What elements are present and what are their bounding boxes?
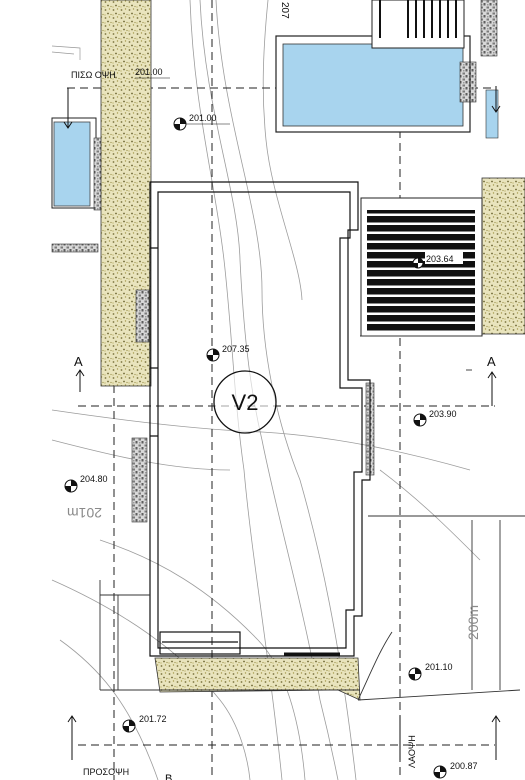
level-marker	[413, 413, 427, 427]
villa-tag-circle	[213, 370, 277, 434]
level-deck: 203.64	[426, 254, 454, 264]
level-roof: 207.35	[222, 344, 250, 354]
contour-label-207: 207	[279, 2, 290, 19]
stone-planter-west	[135, 289, 150, 343]
upper-pool	[275, 0, 499, 139]
level-marker	[408, 667, 422, 681]
section-label-left: A	[74, 354, 83, 369]
level-marker	[64, 479, 78, 493]
stone-wall-west	[131, 437, 148, 523]
level-bottom-right: 200.87	[450, 761, 478, 771]
level-east: 203.90	[429, 409, 457, 419]
site-lines	[99, 335, 525, 701]
contour-label-200: 200m	[465, 605, 481, 640]
level-marker	[412, 257, 424, 269]
section-marker-right	[487, 371, 497, 406]
section-label-right: A	[487, 354, 496, 369]
villa-outline	[149, 181, 371, 657]
level-front-left: 201.72	[139, 714, 167, 724]
south-gravel-strip	[154, 657, 361, 701]
east-gravel-strip	[481, 177, 525, 335]
timber-deck	[360, 197, 483, 337]
level-marker	[433, 765, 447, 779]
level-south-east: 201.10	[425, 662, 453, 672]
level-marker	[206, 348, 220, 362]
level-west: 204.80	[80, 474, 108, 484]
level-label-bg	[425, 252, 463, 264]
level-rear-view: 201.00	[135, 67, 163, 77]
view-marker-front	[67, 715, 501, 760]
view-label-rear: ΠΙΣΩ ΟΨΗ	[71, 70, 116, 80]
level-upper-left: 201.00	[189, 113, 217, 123]
view-label-side: ΛΑΟΨΗ	[407, 735, 417, 768]
view-label-front: ΠΡΟΣΟΨΗ	[83, 767, 129, 777]
section-marker-left	[75, 369, 85, 392]
left-pool	[51, 45, 104, 253]
level-marker	[122, 719, 136, 733]
view-label-bottom-mark: B	[165, 773, 172, 780]
level-marker	[173, 117, 230, 131]
villa-tag: V2	[232, 390, 259, 415]
contour-label-201: 201m	[67, 505, 102, 521]
view-marker-rear	[63, 60, 501, 129]
